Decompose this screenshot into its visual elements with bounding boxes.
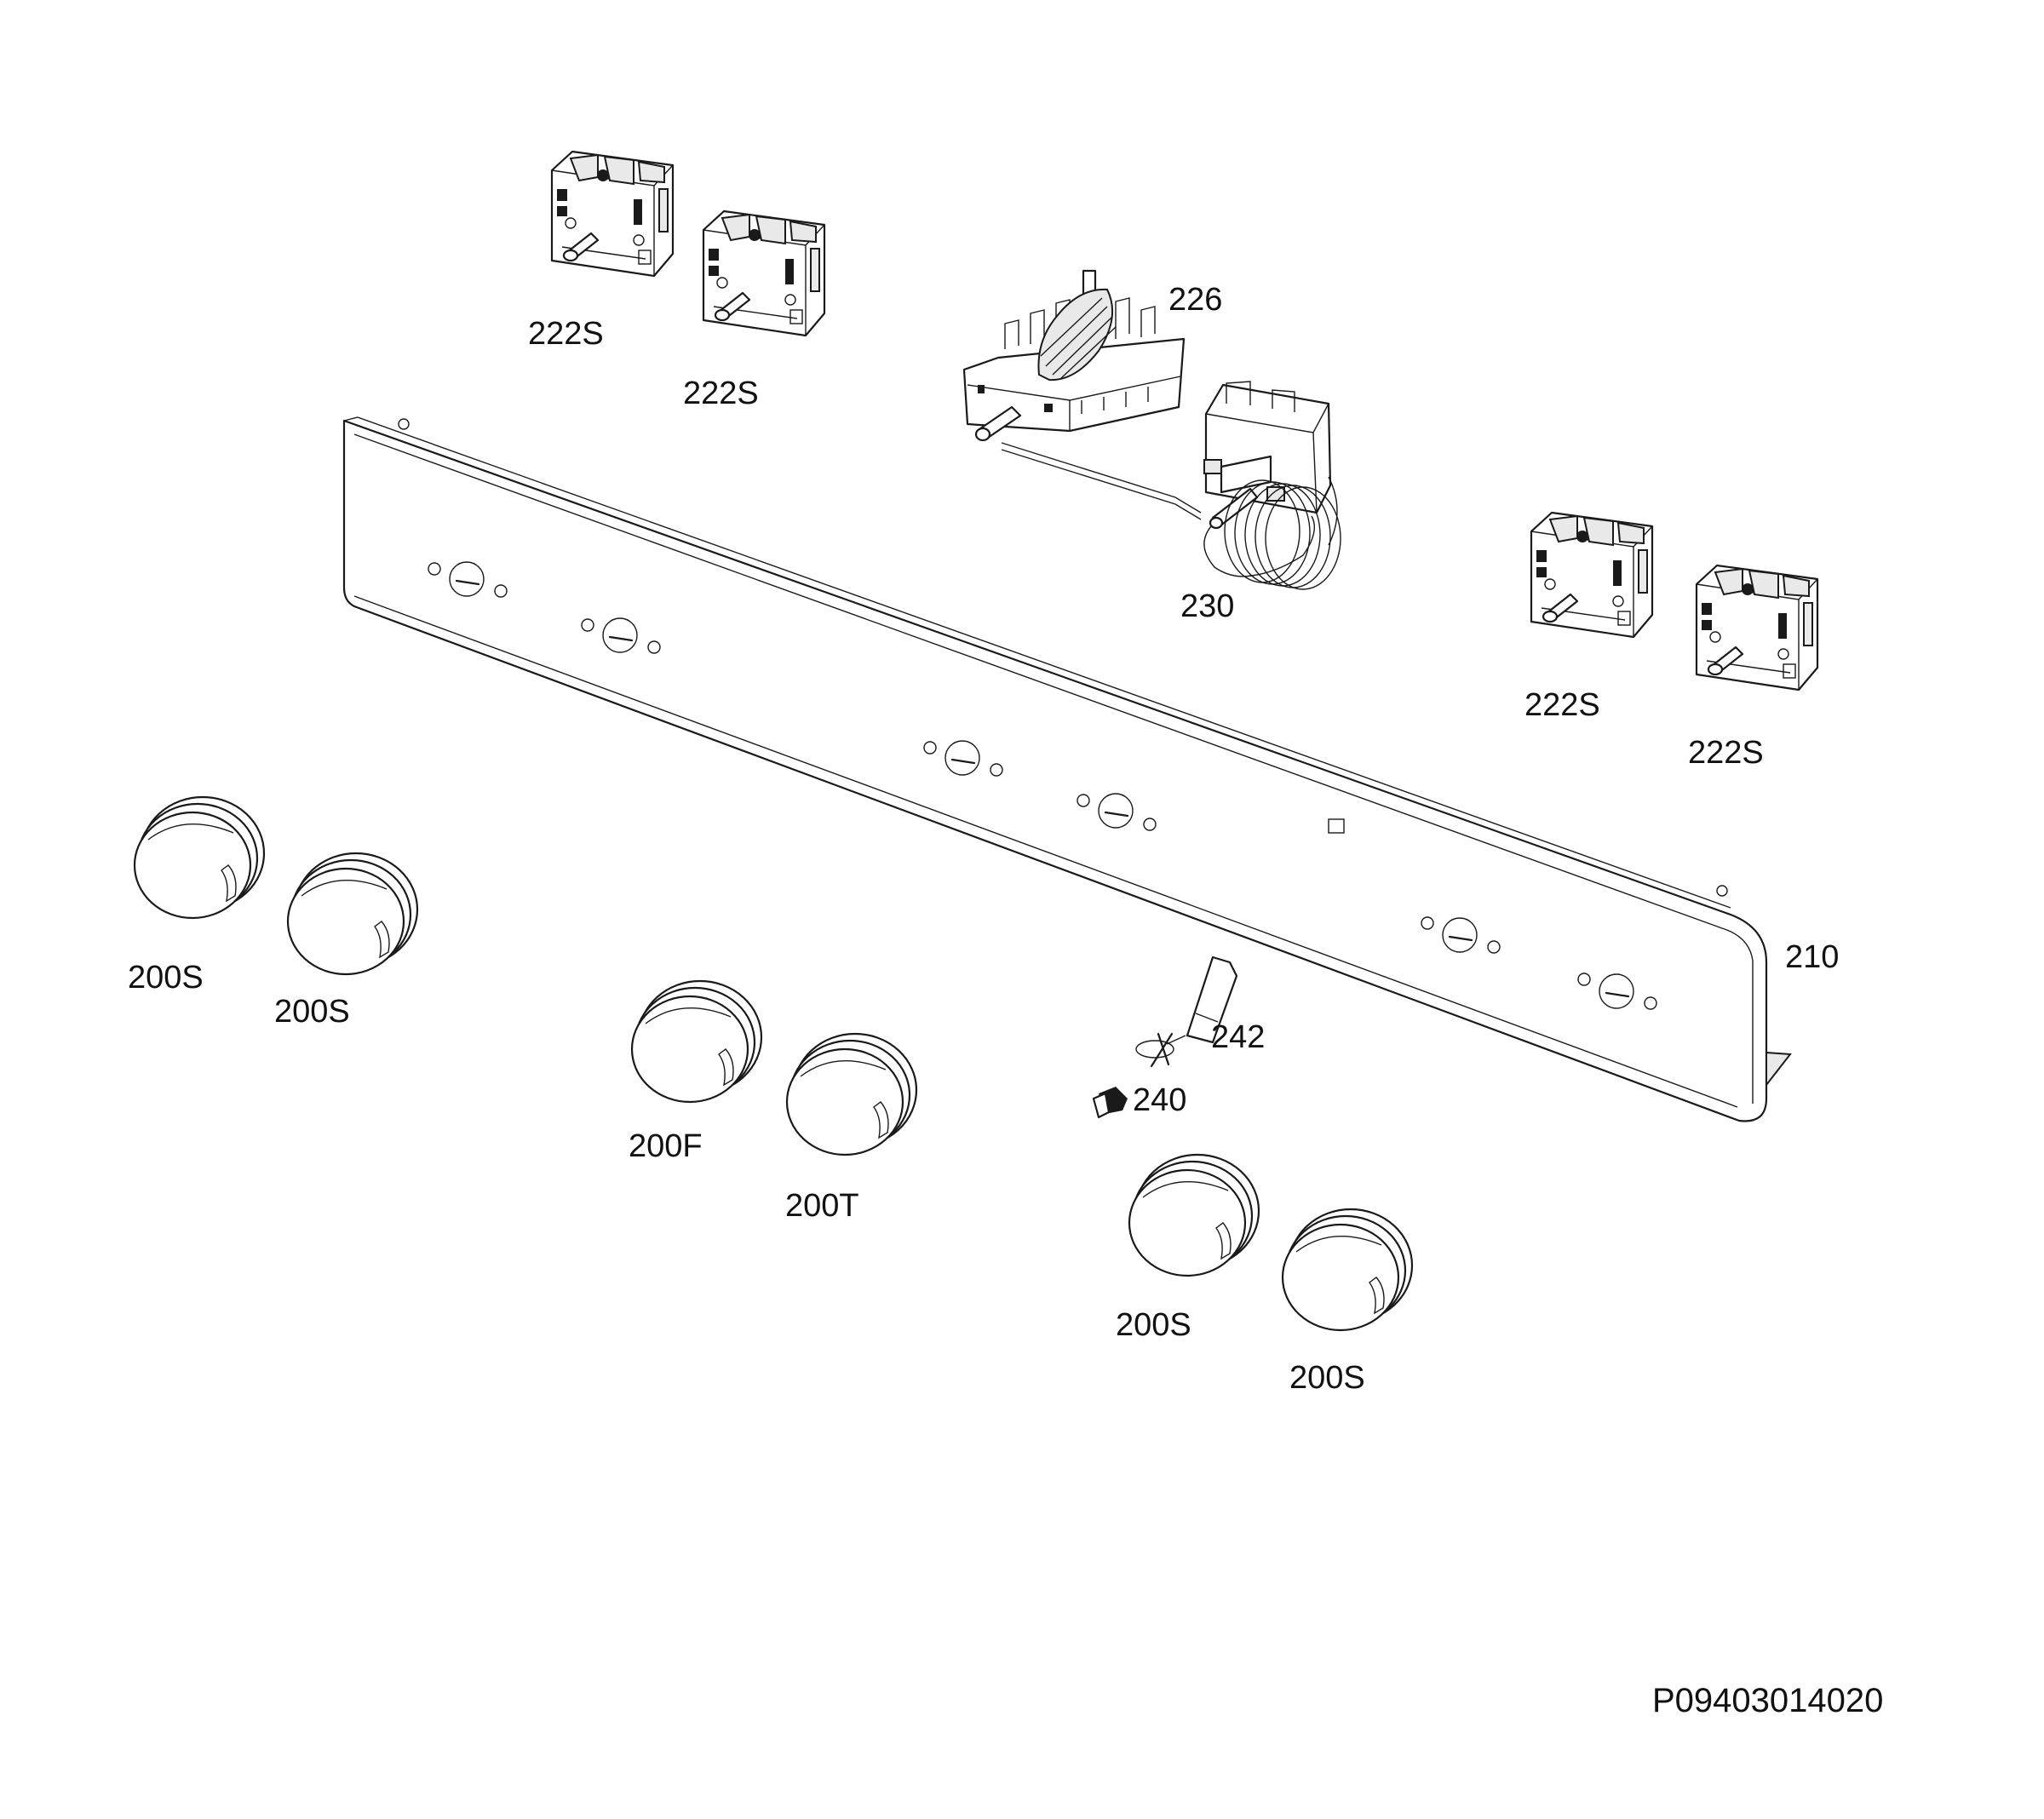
label-222s-1: 222S — [528, 316, 604, 352]
indicator-lamp-242 — [1135, 955, 1238, 1068]
label-230: 230 — [1180, 588, 1234, 624]
control-panel-210 — [342, 416, 1792, 1122]
panel-hole-4 — [1077, 793, 1157, 831]
energy-regulator-222s-3 — [1530, 511, 1654, 639]
label-200s-3: 200S — [1116, 1307, 1191, 1343]
label-222s-2: 222S — [683, 376, 759, 411]
knob-200s-2 — [286, 852, 419, 976]
label-222s-4: 222S — [1688, 735, 1764, 771]
panel-hole-5 — [1421, 916, 1501, 954]
lamp-cap-240 — [1092, 1087, 1128, 1119]
label-200s-4: 200S — [1289, 1360, 1365, 1396]
label-226: 226 — [1168, 282, 1222, 318]
energy-regulator-222s-4 — [1695, 564, 1819, 691]
label-200s-2: 200S — [274, 994, 350, 1030]
knob-200s-1 — [133, 795, 266, 920]
knob-200s-4 — [1281, 1208, 1414, 1332]
knob-200t — [785, 1032, 918, 1156]
thermostat-230 — [1001, 381, 1341, 590]
energy-regulator-222s-2 — [702, 209, 826, 337]
label-200t: 200T — [785, 1188, 859, 1224]
knob-200f — [630, 979, 763, 1104]
panel-hole-3 — [923, 740, 1003, 777]
label-210: 210 — [1785, 939, 1839, 975]
panel-hole-1 — [428, 561, 508, 598]
label-200f: 200F — [629, 1128, 703, 1164]
panel-hole-2 — [581, 617, 661, 654]
panel-hole-6 — [1577, 973, 1657, 1010]
energy-regulator-222s-1 — [550, 150, 675, 278]
label-200s-1: 200S — [128, 960, 204, 996]
label-222s-3: 222S — [1524, 687, 1600, 723]
selector-switch-226 — [962, 269, 1186, 442]
label-242: 242 — [1211, 1019, 1265, 1055]
label-240: 240 — [1133, 1082, 1186, 1118]
diagram-id: P09403014020 — [1652, 1682, 1883, 1719]
knob-200s-3 — [1128, 1153, 1260, 1277]
